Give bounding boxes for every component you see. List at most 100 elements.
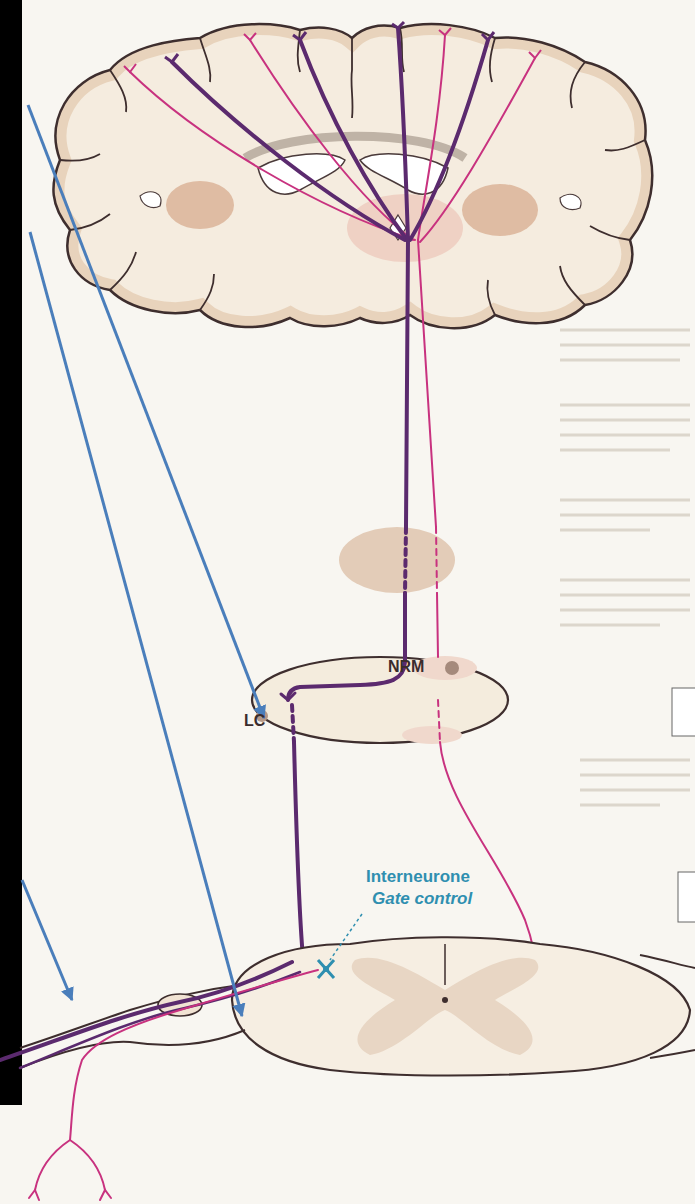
sulcus: [110, 70, 126, 112]
cortical-projections: [130, 28, 535, 242]
ventral-root: [20, 1030, 245, 1068]
faint-line: [560, 609, 690, 612]
ascending-fibre: [437, 593, 438, 657]
receptor-ending: [29, 1190, 39, 1200]
thalamocortical-fibre: [250, 40, 413, 240]
faint-line: [560, 359, 680, 362]
sulcus: [487, 280, 495, 315]
faint-line: [560, 594, 690, 597]
temporal-horn: [560, 194, 581, 209]
ascending-fibre-dashed: [436, 527, 437, 593]
faint-line: [560, 624, 660, 627]
descending-fibre: [288, 593, 405, 700]
ascending-fibre-dashed: [438, 700, 440, 742]
faint-line: [560, 529, 650, 532]
thalamocortical-fibre: [418, 35, 445, 240]
synapse-fork: [439, 28, 451, 35]
interneurone: [318, 914, 362, 978]
synapse-fork: [281, 693, 295, 700]
posterior-septum: [444, 944, 446, 985]
sulci: [60, 28, 645, 315]
slide-edge: [0, 0, 22, 1105]
longitudinal-fissure: [351, 38, 352, 118]
leader-line: [330, 914, 362, 960]
brainstem-section: [252, 656, 508, 744]
faint-line: [580, 774, 690, 777]
structure-label: LC: [244, 712, 265, 730]
callout-arrow: [22, 880, 72, 1000]
sulcus: [200, 274, 214, 310]
lc-descending-fibre: [294, 742, 303, 958]
descending-fibre-dashed: [405, 527, 406, 593]
synapse-fork: [244, 33, 256, 40]
synapse-fork: [293, 32, 306, 40]
sulcus: [60, 154, 100, 161]
faint-line: [560, 434, 690, 437]
sulcus: [605, 140, 645, 151]
faint-line: [580, 804, 660, 807]
sulcus: [298, 30, 300, 72]
sulcus: [571, 62, 585, 108]
basal-ganglia: [166, 181, 234, 229]
synapse-fork: [482, 32, 494, 40]
faint-line: [560, 329, 690, 332]
cortical-descending-fibre: [172, 62, 405, 240]
cortex: [53, 24, 652, 328]
brainstem-region: [402, 726, 462, 744]
cortical-descending-fibre: [300, 40, 407, 240]
annotation-label: Interneurone: [366, 868, 470, 887]
synapse-fork: [392, 22, 404, 28]
ascending-fibre: [418, 240, 436, 527]
synapse-fork: [165, 54, 178, 62]
descending-fibre: [406, 240, 408, 527]
lc-descending-dashed: [292, 705, 294, 742]
basal-ganglia: [462, 184, 538, 236]
blank-box: [678, 872, 695, 922]
faint-line: [560, 449, 670, 452]
spinal-cord-outline: [232, 937, 690, 1075]
cortical-descending-fibre: [398, 28, 408, 240]
large-afferent-fibre: [0, 962, 292, 1060]
brain-outline: [53, 24, 652, 328]
structure-label: NRM: [388, 658, 424, 676]
faint-text-lines: [560, 330, 690, 805]
dorsal-root: [640, 955, 695, 968]
ventral-root: [650, 1050, 695, 1058]
callout-arrow: [28, 105, 264, 718]
faint-line: [560, 344, 690, 347]
sulcus: [110, 252, 136, 290]
interneurone-body: [323, 966, 329, 972]
midbrain-section: [339, 527, 455, 593]
nociceptive-fibre: [35, 1140, 70, 1190]
nrm-dot: [445, 661, 459, 675]
blank-box: [672, 688, 695, 736]
thalamocortical-fibre: [130, 72, 415, 240]
spinal-cord-section: [20, 937, 695, 1075]
faint-line: [560, 419, 690, 422]
sulcus: [200, 38, 210, 82]
faint-line: [560, 514, 690, 517]
brain-section: [53, 24, 652, 328]
callout-arrows: [22, 105, 264, 1016]
synapse-fork: [529, 50, 541, 58]
faint-line: [560, 579, 690, 582]
nociceptive-fibre: [70, 970, 318, 1140]
faint-line: [580, 789, 690, 792]
interneurone-symbol: [318, 960, 334, 978]
sulcus: [560, 266, 585, 305]
cortical-descending-fibre: [410, 40, 488, 240]
temporal-horn: [140, 192, 161, 208]
brainstem-tracts: [281, 240, 539, 1055]
receptor-ending: [100, 1190, 111, 1200]
pons-outline: [252, 657, 508, 743]
faint-line: [560, 404, 690, 407]
nociceptive-fibre: [70, 1140, 105, 1190]
faint-line: [560, 499, 690, 502]
sulcus: [590, 226, 630, 240]
central-canal: [442, 997, 448, 1003]
synapse-terminals: [124, 22, 541, 72]
annotation-label: Gate control: [372, 890, 472, 909]
